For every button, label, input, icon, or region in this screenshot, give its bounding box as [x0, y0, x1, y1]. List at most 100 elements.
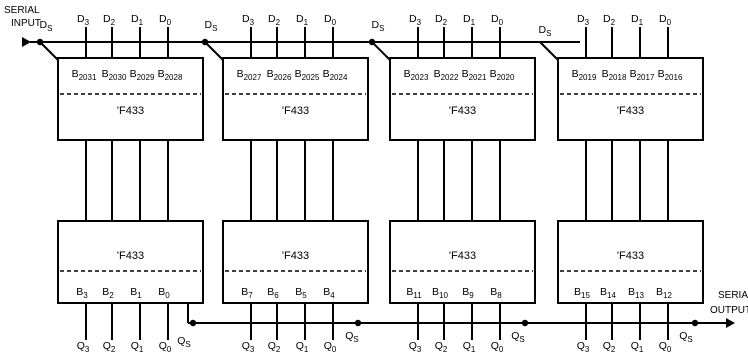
serial-input-arrow — [22, 37, 31, 47]
data-pin-label: D1 — [296, 13, 309, 27]
data-pin-label: D1 — [463, 13, 476, 27]
bottom-bit-label: B4 — [323, 286, 335, 300]
q-pin-label: Q2 — [603, 340, 616, 354]
top-bit-label: B2016 — [658, 68, 683, 82]
ds-input-wire — [39, 41, 59, 61]
bottom-bit-label: B10 — [432, 286, 448, 300]
top-chip-box — [222, 57, 369, 141]
data-pin-label: D3 — [409, 13, 422, 27]
serial-output-caption: OUTPUT — [710, 305, 748, 316]
qs-pin-label: QS — [679, 330, 693, 344]
q-pin-label: Q3 — [77, 340, 90, 354]
qs-pin-label: QS — [345, 330, 359, 344]
top-chip-box — [389, 57, 536, 141]
labels: 'F433'F433'F433'F433'F433'F433'F433'F433… — [4, 5, 748, 354]
top-bit-label: B2018 — [602, 68, 627, 82]
bottom-bit-label: B13 — [628, 286, 644, 300]
chip-name-label: 'F433 — [117, 250, 144, 262]
data-pin-label: D0 — [491, 13, 504, 27]
data-pin-label: D3 — [77, 13, 90, 27]
data-pin-label: D2 — [603, 13, 616, 27]
ds-input-wire — [371, 41, 391, 61]
ds-input-wire — [204, 41, 224, 61]
q-pin-label: Q2 — [268, 340, 281, 354]
bottom-bit-label: B7 — [241, 286, 253, 300]
wires — [22, 27, 735, 340]
output-junction-dot — [354, 319, 362, 327]
chip-name-label: 'F433 — [282, 250, 309, 262]
q-pin-label: Q0 — [159, 340, 172, 354]
bottom-bit-label: B14 — [600, 286, 616, 300]
data-pin-label: D2 — [103, 13, 116, 27]
data-pin-label: D2 — [435, 13, 448, 27]
top-bit-label: B2019 — [572, 68, 597, 82]
output-junction-dot — [189, 319, 197, 327]
qs-pin-label: QS — [177, 335, 191, 349]
data-pin-label: D3 — [577, 13, 590, 27]
bottom-chip-box — [57, 220, 204, 304]
output-junction-dot — [521, 319, 529, 327]
chip-name-label: 'F433 — [449, 105, 476, 117]
bottom-bit-label: B6 — [267, 286, 279, 300]
q-pin-label: Q2 — [435, 340, 448, 354]
chip-name-label: 'F433 — [617, 250, 644, 262]
top-bit-label: B2020 — [490, 68, 515, 82]
q-pin-label: Q1 — [463, 340, 476, 354]
q-pin-label: Q3 — [409, 340, 422, 354]
top-bit-label: B2029 — [130, 68, 155, 82]
q-pin-label: Q0 — [659, 340, 672, 354]
top-bit-label: B2017 — [630, 68, 655, 82]
qs-pin-label: QS — [511, 330, 525, 344]
bottom-chip-box — [389, 220, 536, 304]
serial-output-caption: SERIAL — [718, 290, 748, 301]
bottom-bit-label: B9 — [462, 286, 474, 300]
ds-pin-label: DS — [205, 19, 218, 33]
ds-pin-label: DS — [539, 24, 552, 38]
q-pin-label: Q0 — [324, 340, 337, 354]
bottom-bit-label: B0 — [158, 286, 170, 300]
data-pin-label: D1 — [631, 13, 644, 27]
chips — [57, 57, 704, 304]
bottom-bit-label: B12 — [656, 286, 672, 300]
bottom-bit-label: B11 — [406, 286, 422, 300]
q-pin-label: Q3 — [242, 340, 255, 354]
top-bit-label: B2023 — [404, 68, 429, 82]
chip-name-label: 'F433 — [449, 250, 476, 262]
bottom-bit-label: B5 — [295, 286, 307, 300]
top-bit-label: B2027 — [237, 68, 262, 82]
serial-output-arrow — [726, 318, 735, 328]
top-bit-label: B2030 — [102, 68, 127, 82]
serial-input-caption: SERIAL — [4, 5, 40, 16]
bottom-bit-label: B3 — [76, 286, 88, 300]
q-pin-label: Q1 — [131, 340, 144, 354]
ds-pin-label: DS — [40, 19, 53, 33]
bottom-bit-label: B1 — [130, 286, 142, 300]
q-pin-label: Q2 — [103, 340, 116, 354]
top-chip-box — [57, 57, 204, 141]
q-pin-label: Q3 — [577, 340, 590, 354]
data-pin-label: D0 — [659, 13, 672, 27]
bottom-bit-label: B2 — [102, 286, 114, 300]
top-bit-label: B2031 — [72, 68, 97, 82]
output-junction-dot — [691, 319, 699, 327]
data-pin-label: D2 — [268, 13, 281, 27]
data-pin-label: D3 — [242, 13, 255, 27]
top-bit-label: B2025 — [295, 68, 320, 82]
chip-name-label: 'F433 — [117, 105, 144, 117]
serial-input-caption: INPUT — [11, 18, 41, 29]
data-pin-label: D1 — [131, 13, 144, 27]
data-pin-label: D0 — [159, 13, 172, 27]
top-bit-label: B2026 — [267, 68, 292, 82]
top-chip-box — [557, 57, 704, 141]
bottom-bit-label: B8 — [490, 286, 502, 300]
bottom-chip-box — [557, 220, 704, 304]
top-bit-label: B2021 — [462, 68, 487, 82]
chip-name-label: 'F433 — [282, 105, 309, 117]
q-pin-label: Q1 — [631, 340, 644, 354]
q-pin-label: Q1 — [296, 340, 309, 354]
ds-input-wire — [539, 41, 559, 61]
top-bit-label: B2024 — [323, 68, 348, 82]
data-pin-label: D0 — [324, 13, 337, 27]
bottom-bit-label: B15 — [574, 286, 590, 300]
